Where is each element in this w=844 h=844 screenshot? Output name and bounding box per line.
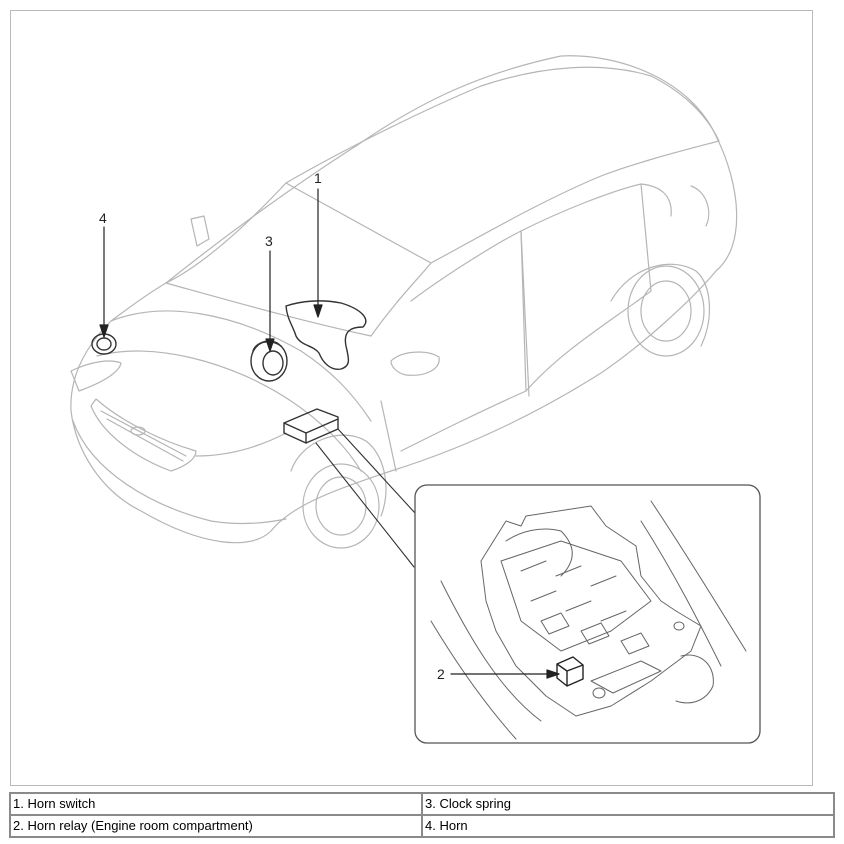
callout-2: 2 [437, 666, 445, 682]
callout-1: 1 [314, 170, 322, 186]
relay-box-shape [283, 408, 339, 444]
figure-frame: 1 2 3 4 [10, 10, 813, 786]
legend-cell-clock-spring: 3. Clock spring [421, 792, 835, 816]
car-body-outline [70, 55, 738, 549]
fuse-box-detail [430, 500, 747, 740]
relay-detail-box [414, 484, 761, 744]
horn-switch-shape [285, 300, 367, 370]
car-horn-location-diagram: 1 2 3 4 [70, 55, 761, 744]
legend-table: 1. Horn switch 3. Clock spring 2. Horn r… [9, 792, 835, 838]
callout-leaders [99, 188, 560, 679]
zoom-leader-lines [315, 428, 416, 568]
legend-cell-horn: 4. Horn [421, 814, 835, 838]
callout-3: 3 [265, 233, 273, 249]
legend-row: 2. Horn relay (Engine room compartment) … [9, 814, 835, 838]
legend-cell-horn-switch: 1. Horn switch [9, 792, 423, 816]
legend-row: 1. Horn switch 3. Clock spring [9, 792, 835, 816]
legend-cell-horn-relay: 2. Horn relay (Engine room compartment) [9, 814, 423, 838]
callout-4: 4 [99, 210, 107, 226]
